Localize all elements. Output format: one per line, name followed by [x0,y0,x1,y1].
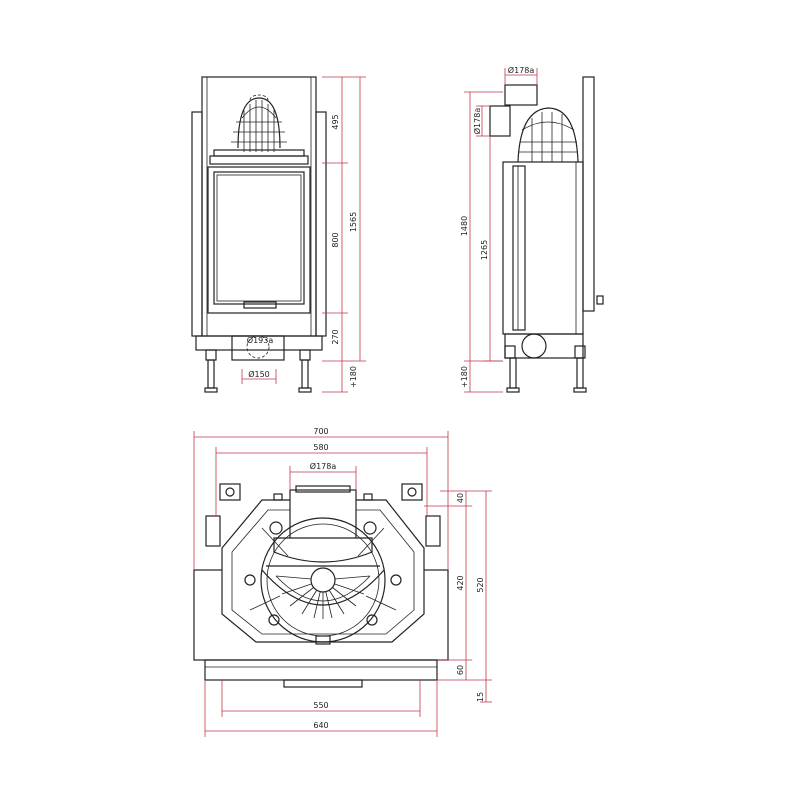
dim-side-flue-side: Ø178a [472,108,482,135]
dim-top-520: 520 [476,577,485,592]
front-upper-outlet-label: Ø193a [247,335,274,345]
dim-top-flue: Ø178a [310,461,337,471]
dim-top-60: 60 [456,665,465,675]
front-glass [213,171,305,305]
front-door-handle [243,301,277,309]
front-body [201,76,317,337]
dim-front-800: 800 [331,232,340,247]
front-door-frame [207,166,311,314]
front-leg-right-top [299,349,311,361]
dim-top-40: 40 [456,493,465,503]
dim-top-640: 640 [313,721,328,730]
top-left-bracket [205,515,221,547]
top-handle [283,679,363,688]
dim-top-15: 15 [476,692,485,702]
dim-top-420: 420 [456,575,465,590]
top-view: 700 580 Ø178a 40 420 60 520 [193,427,492,737]
front-dome [209,94,309,165]
dim-front-495: 495 [331,114,340,129]
front-view: Ø193a 495 800 270 1565 +180 Ø150 [191,76,366,393]
side-flue-side [489,105,511,137]
side-dome [517,107,579,163]
dim-top-700: 700 [313,427,328,436]
front-right-flange [315,111,327,337]
side-flue-top [504,84,538,106]
dim-front-legs: +180 [349,366,358,388]
dim-side-flue-top: Ø178a [508,65,535,75]
dim-side-legs: +180 [460,366,469,388]
side-dimensions: Ø178a Ø178a 1480 +180 1265 [460,65,538,393]
dim-front-1565: 1565 [349,212,358,232]
side-body [502,161,584,335]
front-leg-left-top [205,349,217,361]
top-right-bracket [425,515,441,547]
top-front-strip [204,659,438,681]
dim-side-1480: 1480 [460,216,469,236]
dim-front-lower-outlet: Ø150 [248,369,270,379]
front-dimensions: 495 800 270 1565 +180 Ø150 [241,76,366,393]
top-left-wheel [219,483,241,501]
top-flue-collar [289,489,357,541]
side-view: Ø178a Ø178a 1480 +180 1265 [460,65,604,393]
dim-top-550: 550 [313,701,328,710]
side-base [504,333,584,359]
front-left-flange [191,111,203,337]
dim-front-270: 270 [331,329,340,344]
side-rear-plate [582,76,595,312]
dim-side-1265: 1265 [480,240,489,260]
side-door-profile [512,165,526,331]
top-right-wheel [401,483,423,501]
top-dimensions: 700 580 Ø178a 40 420 60 520 [193,427,492,737]
dim-top-580: 580 [313,443,328,452]
